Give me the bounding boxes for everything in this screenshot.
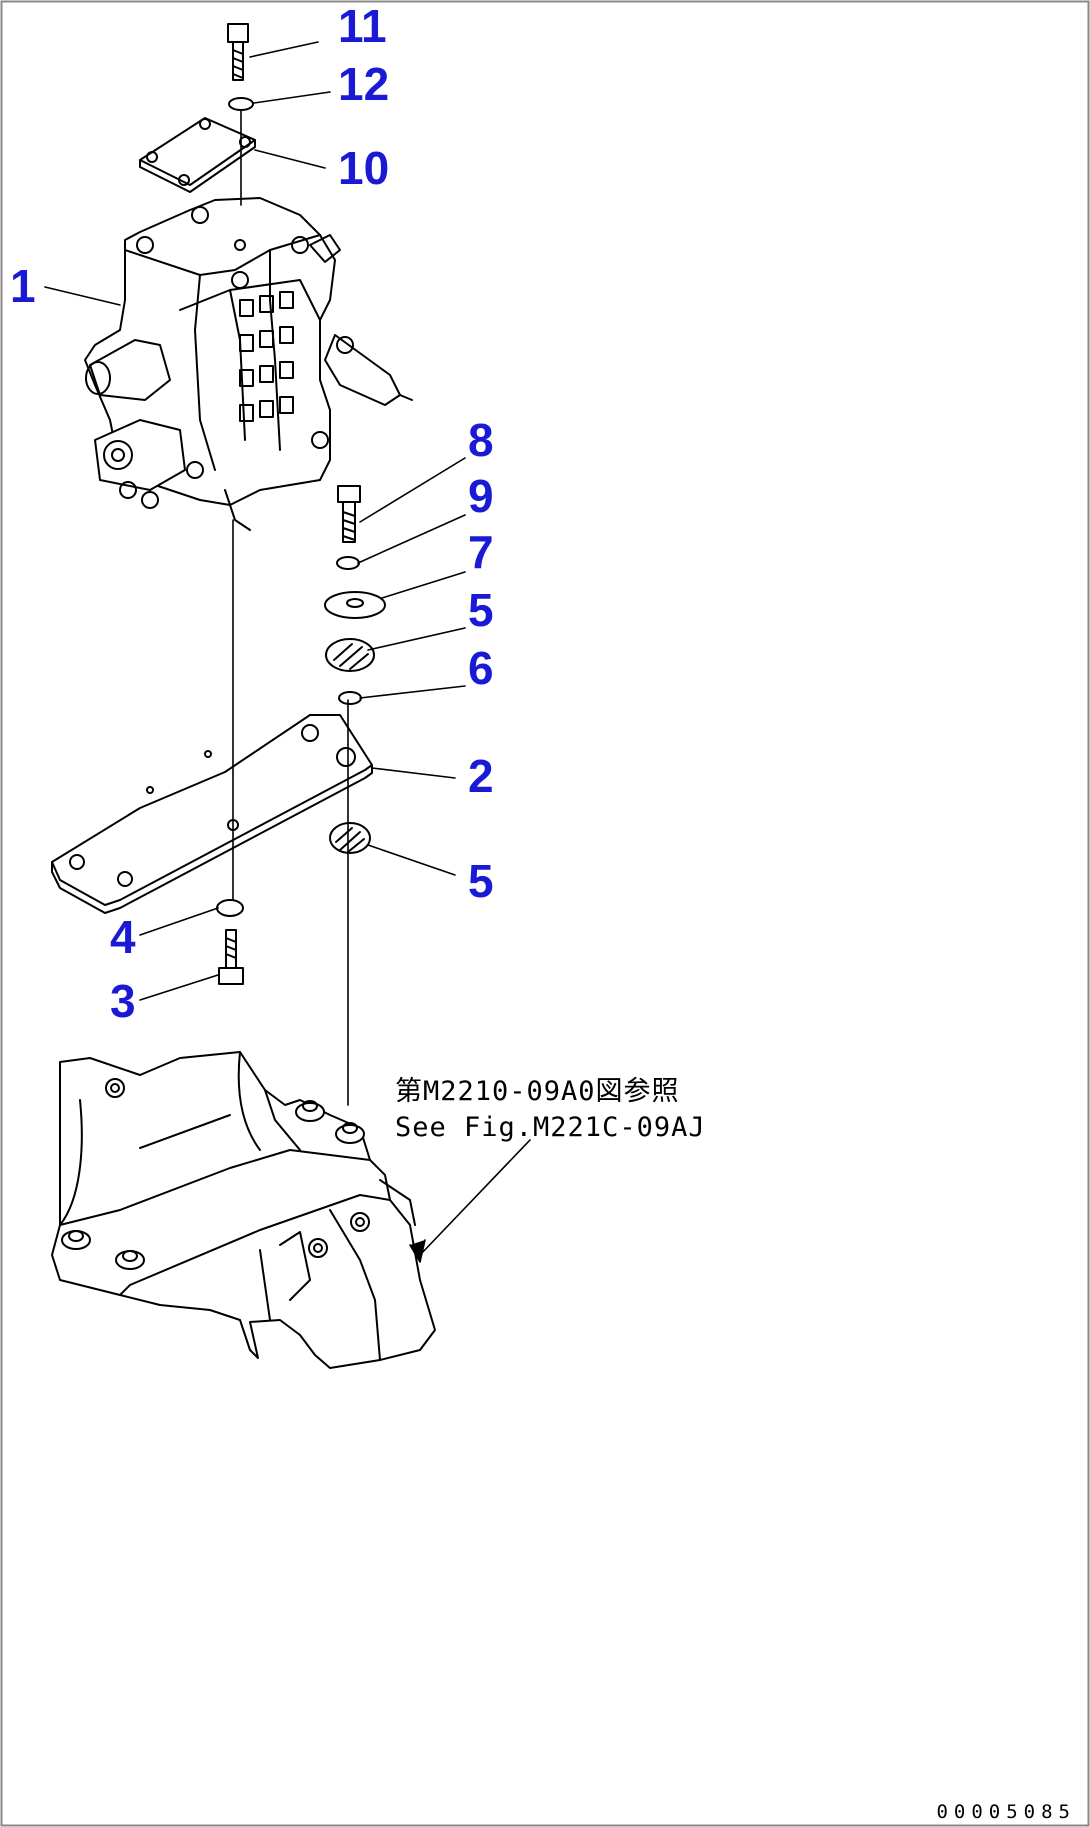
callout-5-lower: 5 [468, 855, 494, 907]
document-number: 00005085 [936, 1801, 1076, 1823]
washer-9-drawing [336, 556, 360, 570]
reference-note-en: See Fig.M221C-09AJ [395, 1112, 706, 1143]
washer-4-drawing [216, 899, 244, 917]
callout-10: 10 [338, 142, 389, 194]
callout-11: 11 [338, 0, 387, 52]
cushion-5-upper-drawing [325, 638, 375, 672]
callout-3: 3 [110, 975, 136, 1027]
callout-2: 2 [468, 750, 494, 802]
control-valve-1-drawing [84, 197, 413, 531]
bolt-8-drawing [337, 485, 361, 543]
callout-5-upper: 5 [468, 584, 494, 636]
o-ring-6-drawing [338, 691, 362, 705]
bolt-3-drawing [218, 929, 244, 985]
plate-washer-7-drawing [324, 591, 386, 619]
callout-12: 12 [338, 58, 389, 110]
callout-6: 6 [468, 642, 494, 694]
callout-1: 1 [10, 260, 36, 312]
cushion-5-lower-drawing [329, 822, 371, 854]
washer-12-drawing [228, 97, 254, 111]
reference-note-jp: 第M2210-09A0図参照 [395, 1076, 680, 1107]
bolt-11-drawing [227, 23, 249, 81]
callout-7: 7 [468, 526, 494, 578]
callout-9: 9 [468, 470, 494, 522]
assembly-lines [232, 109, 349, 1106]
leader-lines [44, 41, 531, 1263]
callout-8: 8 [468, 414, 494, 466]
callout-4: 4 [110, 911, 136, 963]
bracket-2-drawing [51, 714, 373, 914]
plate-10-drawing [139, 117, 256, 193]
chassis-frame-drawing [51, 1051, 436, 1369]
